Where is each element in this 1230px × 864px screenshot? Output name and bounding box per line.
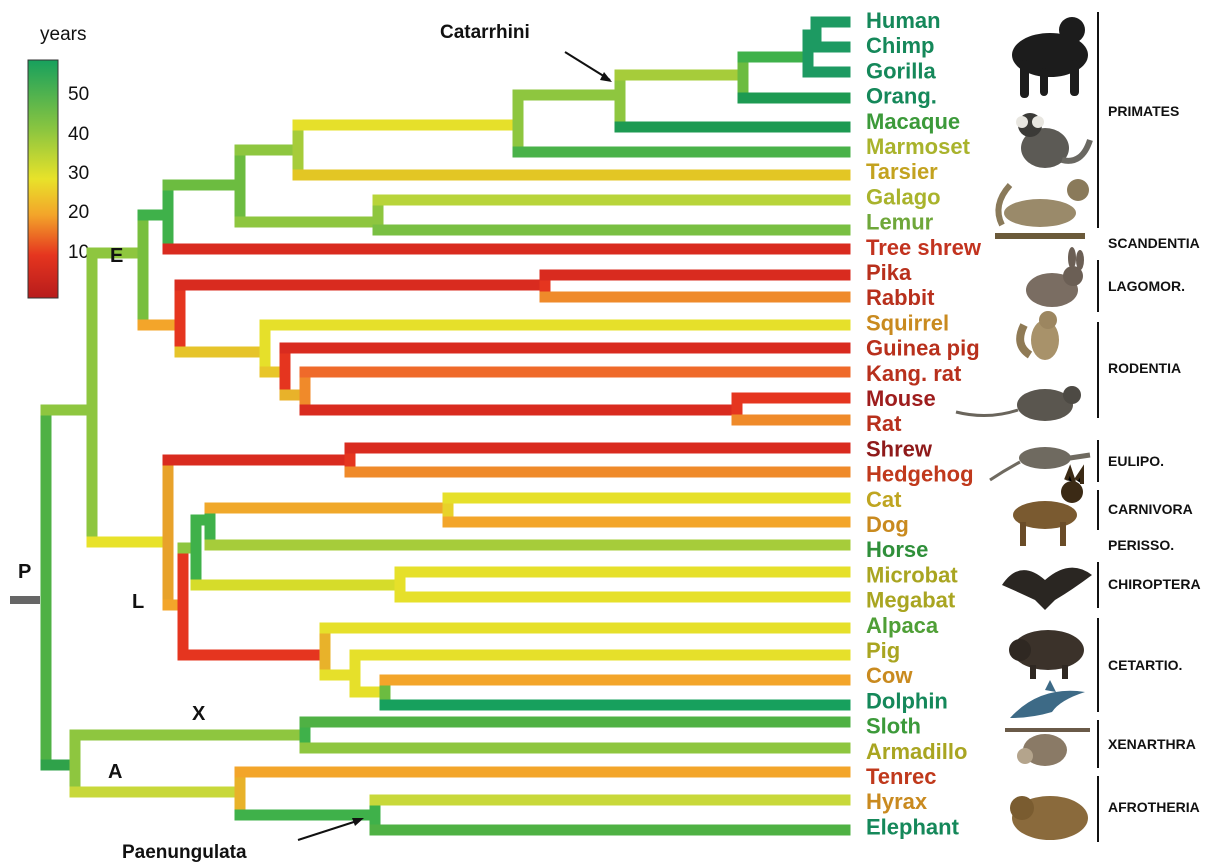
node-label: X	[192, 703, 206, 725]
taxon-label: Elephant	[866, 814, 960, 839]
taxon-label: Pig	[866, 638, 900, 663]
taxon-label: Kang. rat	[866, 361, 962, 386]
callout-paenungulata: Paenungulata	[122, 842, 247, 863]
group-label-chiroptera: CHIROPTERA	[1108, 576, 1201, 592]
taxon-label: Rabbit	[866, 285, 935, 310]
group-label-primates: PRIMATES	[1108, 103, 1179, 119]
legend-tick: 10	[68, 242, 89, 263]
tree-branches	[46, 22, 845, 830]
taxon-label: Megabat	[866, 588, 956, 613]
legend-colorbar	[28, 60, 58, 298]
taxon-label: Alpaca	[866, 613, 939, 638]
taxon-label: Hedgehog	[866, 462, 974, 487]
taxon-label: Cat	[866, 487, 902, 512]
taxon-label: Pika	[866, 260, 912, 285]
hyrax-icon	[1010, 796, 1088, 840]
taxon-label: Tenrec	[866, 764, 937, 789]
chimpanzee-icon	[1012, 17, 1088, 98]
callout-catarrhini: Catarrhini	[440, 22, 530, 43]
taxon-label: Rat	[866, 411, 902, 436]
taxon-label: Tree shrew	[866, 235, 982, 260]
rabbit-icon	[1026, 247, 1084, 307]
taxon-label: Cow	[866, 663, 913, 688]
group-label-eulipotyphla: EULIPO.	[1108, 453, 1164, 469]
boar-icon	[1009, 630, 1084, 679]
taxon-label: Macaque	[866, 109, 960, 134]
taxon-label: Human	[866, 8, 941, 33]
taxon-label: Lemur	[866, 210, 934, 235]
marmoset-icon	[1016, 113, 1090, 168]
taxon-label: Galago	[866, 184, 941, 209]
group-label-carnivora: CARNIVORA	[1108, 501, 1193, 517]
taxon-label: Mouse	[866, 386, 936, 411]
taxon-label: Armadillo	[866, 739, 967, 764]
callout-arrow	[298, 820, 360, 840]
dolphin-icon	[1010, 680, 1085, 718]
animal-illustrations	[956, 17, 1092, 840]
group-label-perissodactyla: PERISSO.	[1108, 537, 1174, 553]
taxon-label: Dog	[866, 512, 909, 537]
squirrel-icon	[1020, 311, 1059, 360]
dog-icon	[1013, 470, 1083, 546]
bat-icon	[1002, 568, 1092, 610]
legend-title: years	[40, 24, 86, 45]
node-label: E	[110, 245, 123, 267]
group-label-xenarthra: XENARTHRA	[1108, 736, 1196, 752]
taxon-label: Chimp	[866, 33, 934, 58]
taxon-label: Dolphin	[866, 688, 948, 713]
group-label-afrotheria: AFROTHERIA	[1108, 799, 1200, 815]
taxon-label: Sloth	[866, 714, 921, 739]
taxon-label: Horse	[866, 537, 928, 562]
mouse-icon	[956, 386, 1081, 421]
callout-arrowhead	[352, 818, 364, 826]
group-label-rodentia: RODENTIA	[1108, 360, 1181, 376]
taxon-label: Marmoset	[866, 134, 971, 159]
sloth-icon	[1005, 730, 1090, 766]
taxon-label: Orang.	[866, 84, 937, 109]
legend-tick: 50	[68, 84, 89, 105]
taxon-label: Guinea pig	[866, 336, 980, 361]
group-label-cetartiodactyla: CETARTIO.	[1108, 657, 1182, 673]
taxon-label: Tarsier	[866, 159, 938, 184]
legend-tick: 20	[68, 202, 89, 223]
node-label: P	[18, 561, 31, 583]
lemur-icon	[995, 179, 1089, 236]
group-label-scandentia: SCANDENTIA	[1108, 235, 1200, 251]
taxon-labels: HumanChimpGorillaOrang.MacaqueMarmosetTa…	[866, 8, 982, 839]
node-label: A	[108, 761, 122, 783]
taxon-label: Squirrel	[866, 310, 949, 335]
group-label-lagomorpha: LAGOMOR.	[1108, 278, 1185, 294]
legend-tick: 30	[68, 163, 89, 184]
shrew-icon	[990, 447, 1090, 480]
node-label: L	[132, 591, 144, 613]
taxon-label: Hyrax	[866, 789, 928, 814]
taxon-label: Shrew	[866, 436, 933, 461]
color-legend: years 50 40 30 20 10	[28, 24, 89, 298]
legend-tick: 40	[68, 124, 89, 145]
callout-arrowhead	[600, 72, 612, 82]
taxon-label: Gorilla	[866, 58, 936, 83]
taxon-label: Microbat	[866, 562, 958, 587]
